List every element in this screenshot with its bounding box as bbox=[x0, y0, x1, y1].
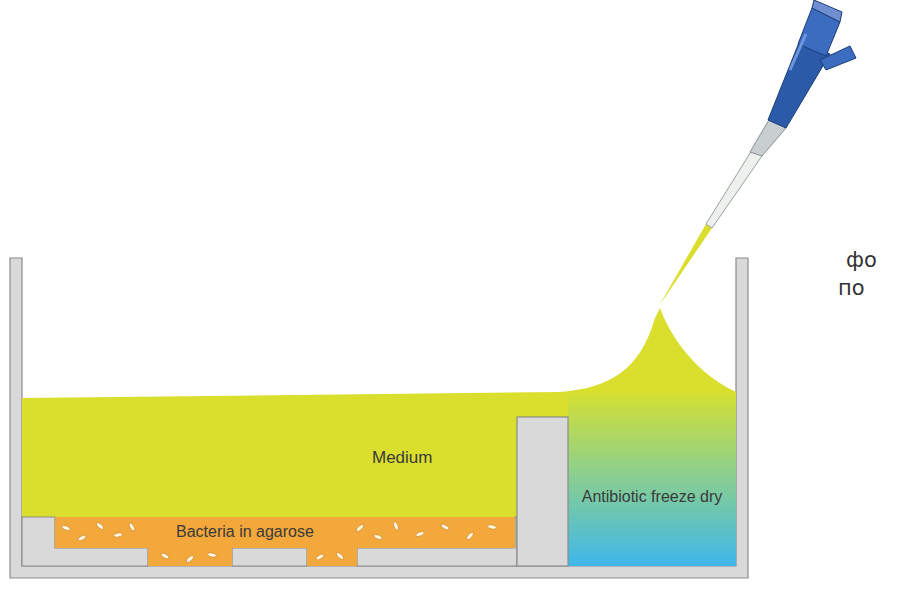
base-block bbox=[232, 548, 307, 566]
bacterium bbox=[415, 531, 425, 538]
bacterium bbox=[160, 552, 170, 560]
bacterium bbox=[440, 523, 450, 531]
medium-region: Medium bbox=[372, 448, 432, 468]
bacterium bbox=[335, 552, 344, 561]
medium-fill bbox=[22, 418, 517, 518]
bacterium bbox=[393, 521, 400, 531]
antibiotic-fill bbox=[568, 392, 736, 566]
bacterium bbox=[466, 531, 475, 540]
bacterium bbox=[128, 522, 136, 532]
bacterium bbox=[185, 555, 194, 564]
agarose-fill bbox=[55, 517, 515, 566]
bacterium bbox=[487, 524, 497, 530]
divider-pillar bbox=[517, 417, 568, 566]
bacterium bbox=[315, 553, 325, 561]
region-label: Antibiotic freeze dry bbox=[577, 487, 727, 506]
bacterium bbox=[113, 532, 123, 538]
region-label: Medium bbox=[372, 448, 432, 468]
antibiotic-compartment: Antibiotic freeze dry bbox=[577, 487, 727, 506]
agarose-region: Bacteria in agarose bbox=[176, 522, 314, 541]
bacterium bbox=[207, 552, 217, 558]
bacteria-cells bbox=[61, 521, 497, 563]
bacterium bbox=[61, 525, 71, 532]
pipette bbox=[659, 0, 856, 306]
bacterium bbox=[373, 534, 383, 541]
bacterium bbox=[95, 522, 104, 531]
cut-off-note: по bbox=[838, 276, 865, 300]
dish-wall bbox=[10, 258, 748, 578]
region-label: Bacteria in agarose bbox=[176, 522, 314, 541]
cut-off-note: фо bbox=[846, 248, 877, 272]
bacterium bbox=[355, 524, 364, 533]
bacterium bbox=[77, 534, 87, 542]
